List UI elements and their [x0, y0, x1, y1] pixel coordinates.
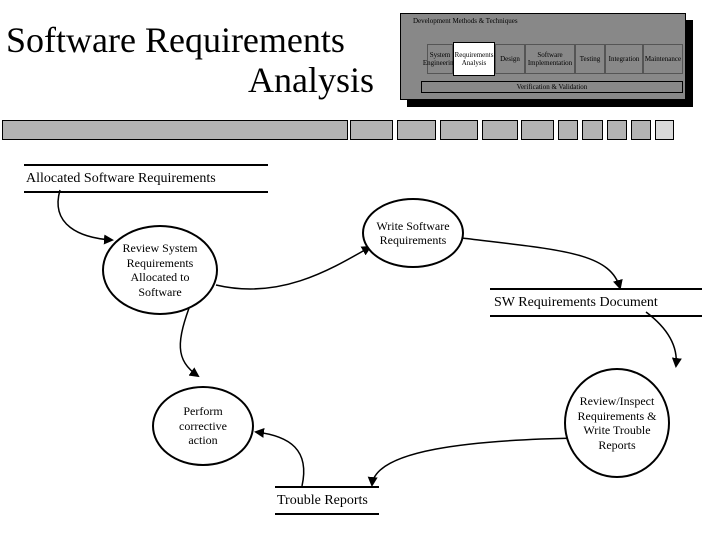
- doc-trouble-reports: Trouble Reports: [275, 486, 379, 515]
- progress-segment: [482, 120, 518, 140]
- process-inspect-label: Review/Inspect Requirements & Write Trou…: [577, 394, 657, 452]
- progress-segment: [558, 120, 578, 140]
- progress-segment: [397, 120, 436, 140]
- phase-design: Design: [495, 44, 525, 74]
- methods-panel-title: Development Methods & Techniques: [413, 17, 518, 25]
- progress-segment: [2, 120, 348, 140]
- progress-segment: [440, 120, 478, 140]
- phase-system-engineering: System Engineering: [423, 44, 457, 74]
- arrow-swdoc-to-inspect-right: [645, 311, 682, 368]
- process-review-label: Review System Requirements Allocated to …: [122, 241, 198, 299]
- arrow-swdoc-to-inspect: [179, 299, 200, 378]
- process-perform-corrective-action: Perform corrective action: [152, 386, 254, 466]
- progress-segment: [350, 120, 393, 140]
- arrow-trouble-to-corrective: [254, 427, 305, 487]
- title-line-2: Analysis: [248, 60, 374, 100]
- progress-segment: [655, 120, 674, 140]
- phase-integration: Integration: [605, 44, 643, 74]
- arrow-review-to-write: [215, 246, 372, 290]
- process-review-inspect-requirements: Review/Inspect Requirements & Write Trou…: [564, 368, 670, 478]
- doc-sw-requirements-document: SW Requirements Document: [490, 288, 702, 317]
- verification-validation-bar: Verification & Validation: [421, 81, 683, 93]
- progress-segment: [631, 120, 651, 140]
- phase-requirements-analysis: Requirements Analysis: [453, 42, 495, 76]
- process-corrective-label: Perform corrective action: [179, 404, 227, 448]
- arrow-write-to-swdoc: [461, 237, 623, 290]
- progress-segment: [582, 120, 603, 140]
- title-line-1: Software Requirements: [6, 20, 345, 60]
- progress-segment: [607, 120, 627, 140]
- process-review-system-requirements: Review System Requirements Allocated to …: [102, 225, 218, 315]
- arrow-allocated-to-review: [57, 189, 114, 245]
- phase-maintenance: Maintenance: [643, 44, 683, 74]
- process-write-label: Write Software Requirements: [376, 218, 450, 248]
- page-title: Software Requirements Analysis: [6, 20, 374, 100]
- arrow-inspect-to-trouble: [367, 437, 579, 487]
- doc-allocated-software-requirements: Allocated Software Requirements: [24, 164, 268, 193]
- phase-testing: Testing: [575, 44, 605, 74]
- process-write-software-requirements: Write Software Requirements: [362, 198, 464, 268]
- progress-segment: [521, 120, 554, 140]
- phase-software-implementation: Software Implementation: [525, 44, 575, 74]
- methods-panel: Development Methods & Techniques System …: [400, 13, 686, 100]
